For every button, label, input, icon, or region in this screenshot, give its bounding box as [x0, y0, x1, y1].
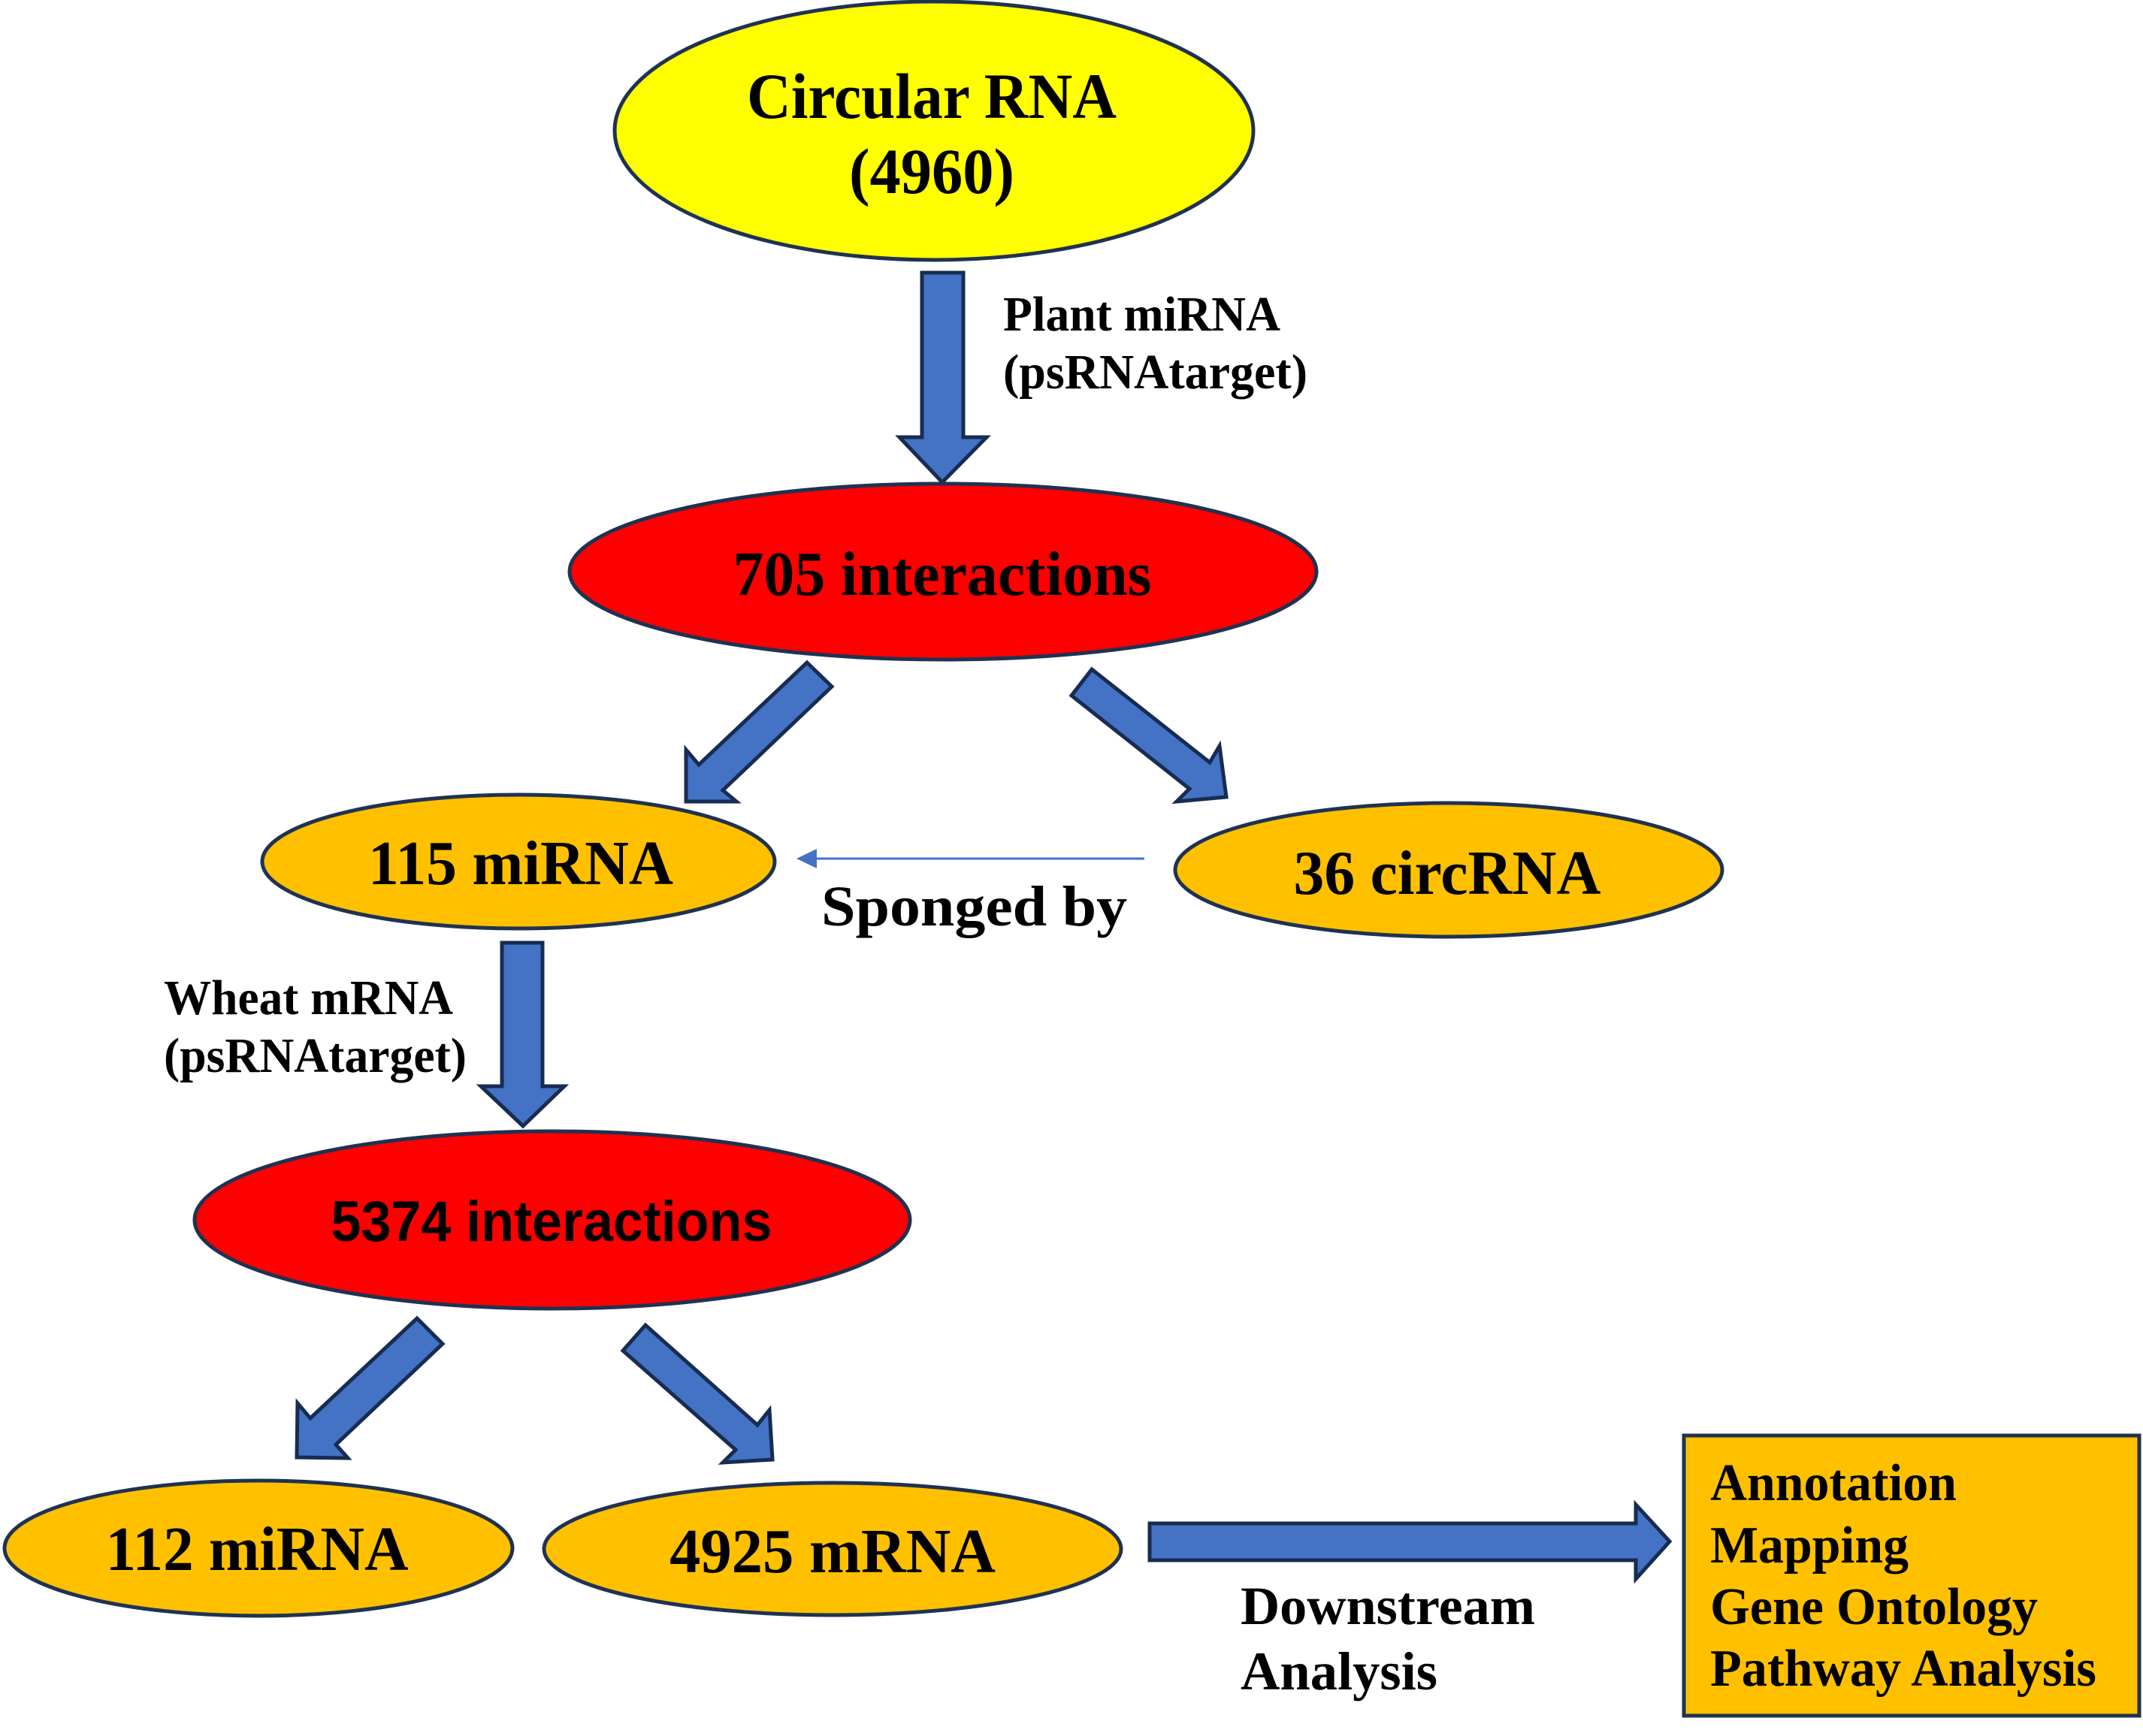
node-112-mirna-label: 112 miRNA — [106, 1514, 409, 1584]
analysis-box: Annotation Mapping Gene Ontology Pathway… — [1682, 1433, 2141, 1718]
node-5374-interactions-label: 5374 interactions — [331, 1190, 772, 1254]
node-705-interactions-label: 705 interactions — [733, 539, 1152, 609]
analysis-item-mapping: Mapping — [1710, 1517, 1909, 1574]
edge-label-downstream-line2: Analysis — [1241, 1641, 1437, 1701]
edge-label-wheat-mrna-line2: (psRNAtarget) — [164, 1028, 467, 1083]
node-circular-rna-shape — [612, 0, 1256, 262]
node-4925-mrna: 4925 mRNA — [542, 1481, 1123, 1617]
edge-label-wheat-mrna-line1: Wheat mRNA — [164, 971, 453, 1025]
arrow-to-115-mirna — [684, 660, 835, 804]
arrow-to-112-mirna — [295, 1315, 446, 1460]
edge-label-plant-mirna-line1: Plant miRNA — [1003, 287, 1280, 342]
arrow-right-downstream — [1147, 1499, 1673, 1584]
arrow-sponged-by-head — [796, 849, 817, 868]
node-36-circrna: 36 circRNA — [1173, 801, 1724, 939]
arrow-down-plant-mirna — [895, 270, 991, 485]
arrow-down-wheat-mrna — [476, 940, 570, 1129]
node-115-mirna-shape — [260, 793, 777, 931]
edge-label-sponged-by: Sponged by — [821, 875, 1127, 938]
node-705-interactions-shape — [567, 482, 1319, 662]
arrow-to-4925-mrna — [620, 1322, 775, 1465]
node-112-mirna-shape — [2, 1478, 515, 1618]
node-115-mirna-label: 115 miRNA — [368, 829, 673, 898]
node-circular-rna-title: Circular RNA — [747, 60, 1117, 132]
node-115-mirna: 115 miRNA — [260, 793, 777, 931]
node-4925-mrna-label: 4925 mRNA — [669, 1517, 996, 1587]
analysis-item-gene-ontology: Gene Ontology — [1710, 1578, 2038, 1636]
node-circular-rna-count: (4960) — [849, 135, 1014, 207]
node-705-interactions: 705 interactions — [567, 482, 1319, 662]
edge-label-downstream: Downstream Analysis — [1241, 1576, 1535, 1701]
node-circular-rna: Circular RNA (4960) — [612, 0, 1256, 262]
analysis-box-shape — [1682, 1433, 2141, 1718]
analysis-item-pathway-analysis: Pathway Analysis — [1710, 1640, 2096, 1698]
edge-label-plant-mirna-line2: (psRNAtarget) — [1003, 345, 1307, 400]
node-112-mirna: 112 miRNA — [2, 1478, 515, 1618]
arrow-to-36-circrna — [1068, 666, 1229, 805]
edge-label-plant-mirna: Plant miRNA (psRNAtarget) — [1003, 287, 1307, 400]
edge-label-downstream-line1: Downstream — [1241, 1576, 1535, 1636]
node-36-circrna-shape — [1173, 801, 1724, 939]
node-4925-mrna-shape — [542, 1481, 1123, 1617]
node-36-circrna-label: 36 circRNA — [1294, 838, 1601, 908]
arrow-sponged-by — [796, 849, 1144, 868]
analysis-item-annotation: Annotation — [1710, 1454, 1957, 1512]
edge-label-wheat-mrna: Wheat mRNA (psRNAtarget) — [164, 971, 467, 1083]
node-5374-interactions-shape — [192, 1129, 912, 1311]
node-5374-interactions: 5374 interactions — [192, 1129, 912, 1311]
